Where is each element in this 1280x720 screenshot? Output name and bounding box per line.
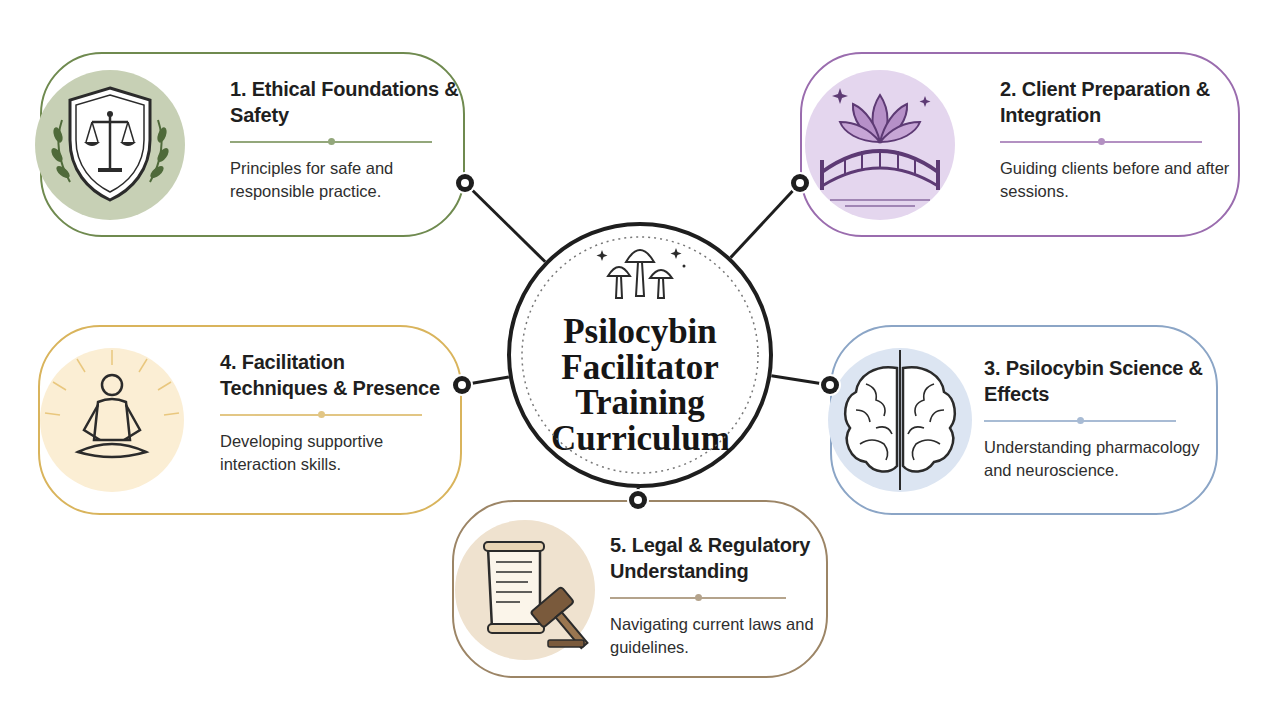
connector [731,172,811,258]
divider-line [610,597,786,599]
divider-dot [1077,417,1084,424]
hub-circle: Psilocybin Facilitator Training Curricul… [507,222,773,488]
connector-line [637,488,640,500]
text-column: 2. Client Preparation & IntegrationGuidi… [1000,76,1232,204]
divider-dot [328,138,335,145]
module-card: 2. Client Preparation & IntegrationGuidi… [800,52,1240,237]
module-description: Guiding clients before and after session… [1000,157,1232,204]
text-column: 1. Ethical Foundations & SafetyPrinciple… [230,76,462,204]
text-column: 4. Facilitation Techniques & PresenceDev… [220,349,452,477]
text-column: 5. Legal & Regulatory UnderstandingNavig… [610,532,816,660]
module-card: 3. Psilocybin Science & EffectsUnderstan… [830,325,1218,515]
divider-line [230,141,432,143]
connector-line [731,183,800,258]
divider-line [220,414,422,416]
module-description: Developing supportive interaction skills… [220,430,452,477]
module-description: Navigating current laws and guidelines. [610,613,816,660]
connector [454,172,545,262]
module-card: 1. Ethical Foundations & SafetyPrinciple… [40,52,465,237]
module-heading: 2. Client Preparation & Integration [1000,76,1232,129]
module-heading: 4. Facilitation Techniques & Presence [220,349,452,402]
divider-dot [1098,138,1105,145]
connector-line [465,183,545,262]
text-column: 3. Psilocybin Science & EffectsUnderstan… [984,355,1206,483]
connector-line [771,376,830,385]
module-description: Understanding pharmacology and neuroscie… [984,436,1206,483]
module-description: Principles for safe and responsible prac… [230,157,462,204]
module-heading: 1. Ethical Foundations & Safety [230,76,462,129]
module-heading: 3. Psilocybin Science & Effects [984,355,1206,408]
divider-line [1000,141,1202,143]
module-card: 4. Facilitation Techniques & PresenceDev… [38,325,462,515]
module-card: 5. Legal & Regulatory UnderstandingNavig… [452,500,828,678]
hub-title: Psilocybin Facilitator Training Curricul… [511,314,769,457]
divider-dot [695,594,702,601]
divider-line [984,420,1176,422]
divider-dot [318,411,325,418]
connector-line [462,377,509,385]
module-heading: 5. Legal & Regulatory Understanding [610,532,816,585]
